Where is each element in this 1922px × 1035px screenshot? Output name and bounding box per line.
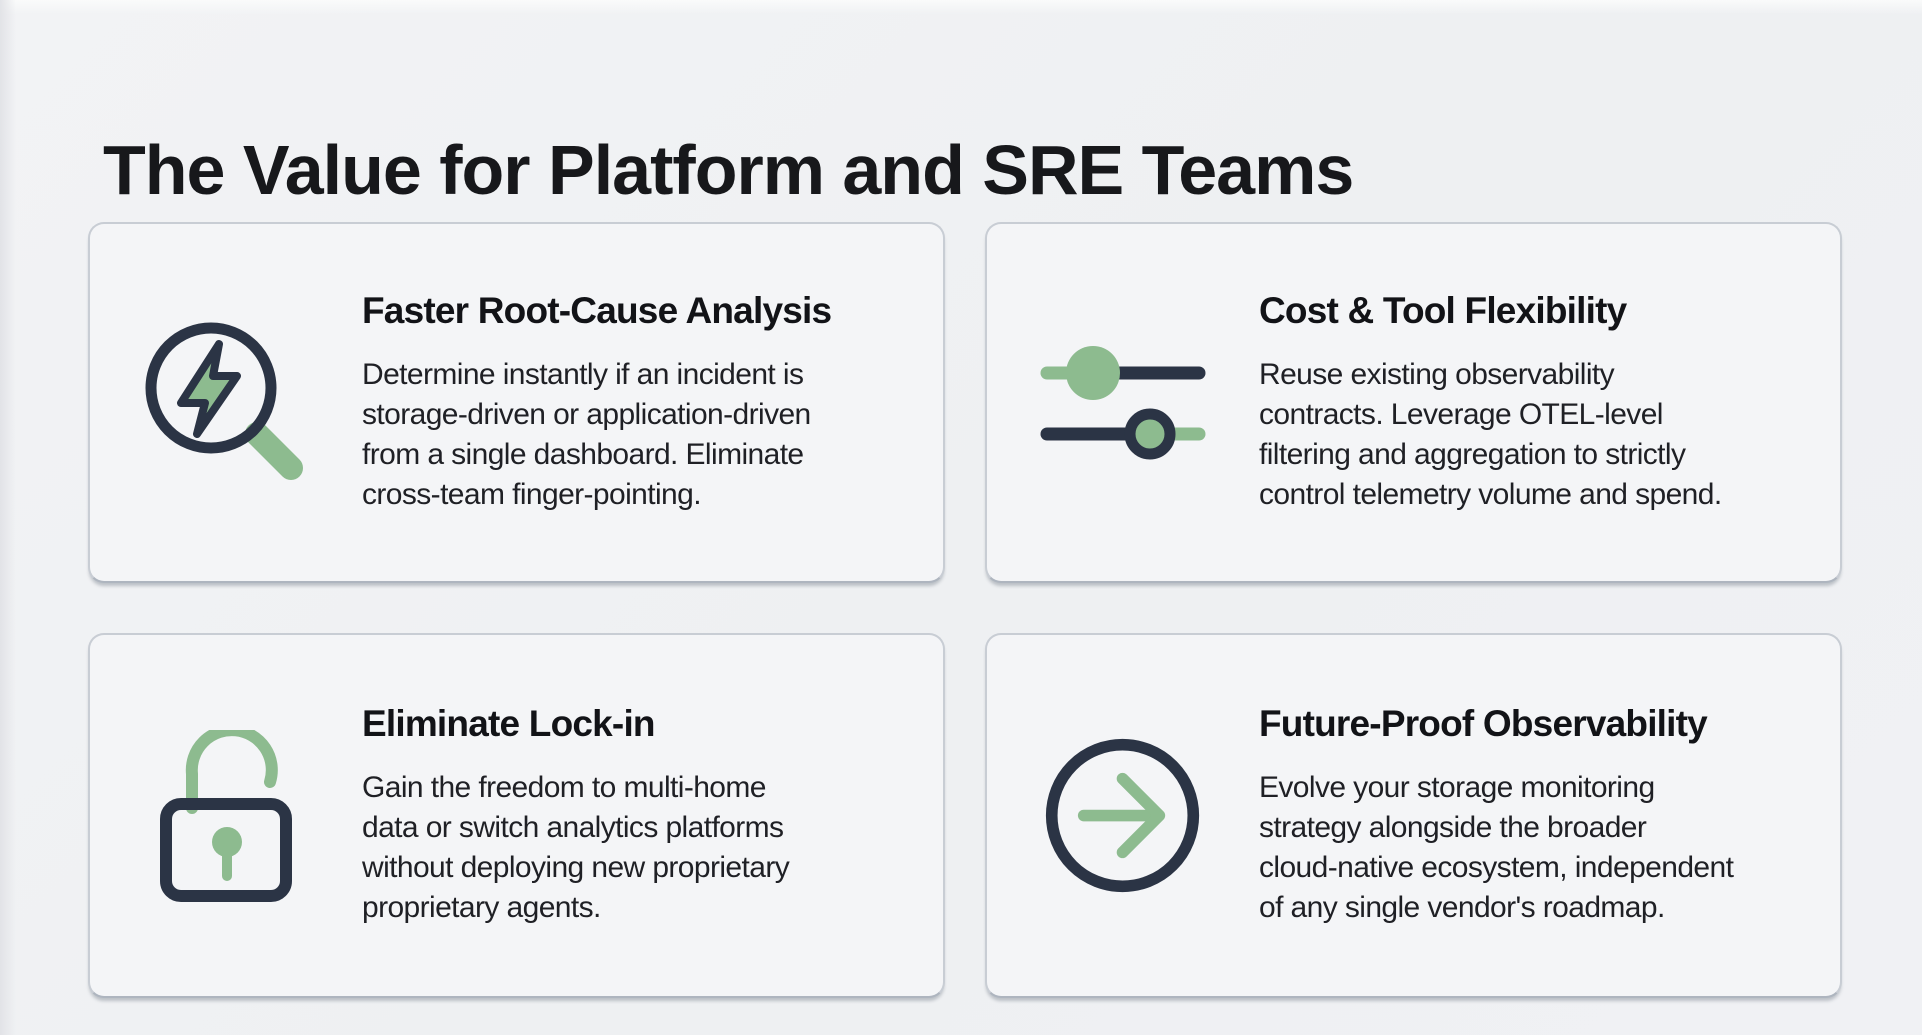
card-body-line: Gain the freedom to multi-home [362,771,766,804]
card-body-line: cloud-native ecosystem, independent [1259,851,1734,884]
card-body-line: filtering and aggregation to strictly [1259,438,1686,471]
card-body: Reuse existing observability contracts. … [1259,355,1796,515]
sliders-icon [1040,345,1206,459]
card-body: Evolve your storage monitoring strategy … [1259,768,1796,928]
card-body-line: storage-driven or application-driven [362,398,811,431]
magnifier-bolt-icon [145,322,303,480]
card-title: Faster Root-Cause Analysis [362,290,832,331]
card-title: Cost & Tool Flexibility [1259,290,1627,331]
card-body-line: strategy alongside the broader [1259,811,1647,844]
card-body: Determine instantly if an incident is st… [362,355,899,515]
card-icon-box [987,736,1259,896]
card-body-line: without deploying new proprietary [362,851,790,884]
card-title: Future-Proof Observability [1259,703,1708,744]
card-future-proof-observability: Future-Proof Observability Evolve your s… [985,633,1842,998]
card-title: Eliminate Lock-in [362,703,656,744]
card-body-line: Determine instantly if an incident is [362,358,804,391]
card-body-line: contracts. Leverage OTEL-level [1259,398,1663,431]
card-icon-box [90,308,362,498]
card-body-line: cross-team finger-pointing. [362,478,702,511]
card-icon-box [90,729,362,902]
card-cost-tool-flexibility: Cost & Tool Flexibility Reuse existing o… [985,222,1842,583]
card-text-block: Eliminate Lock-in Gain the freedom to mu… [362,703,943,928]
card-faster-root-cause-analysis: Faster Root-Cause Analysis Determine ins… [88,222,945,583]
card-body-line: control telemetry volume and spend. [1259,478,1722,511]
card-body-line: of any single vendor's roadmap. [1259,891,1665,924]
card-body: Gain the freedom to multi-home data or s… [362,768,899,928]
card-text-block: Future-Proof Observability Evolve your s… [1259,703,1840,928]
card-text-block: Cost & Tool Flexibility Reuse existing o… [1259,290,1840,515]
card-body-line: data or switch analytics platforms [362,811,784,844]
card-text-block: Faster Root-Cause Analysis Determine ins… [362,290,943,515]
unlock-icon [160,729,292,902]
page-title: The Value for Platform and SRE Teams [103,130,1354,209]
card-body-line: proprietary agents. [362,891,601,924]
card-body-line: Evolve your storage monitoring [1259,771,1655,804]
feature-card-grid: Faster Root-Cause Analysis Determine ins… [88,222,1842,998]
card-body-line: Reuse existing observability [1259,358,1615,391]
card-icon-box [987,341,1259,465]
card-eliminate-lock-in: Eliminate Lock-in Gain the freedom to mu… [88,633,945,998]
card-body-line: from a single dashboard. Eliminate [362,438,804,471]
arrow-circle-icon [1045,738,1200,892]
